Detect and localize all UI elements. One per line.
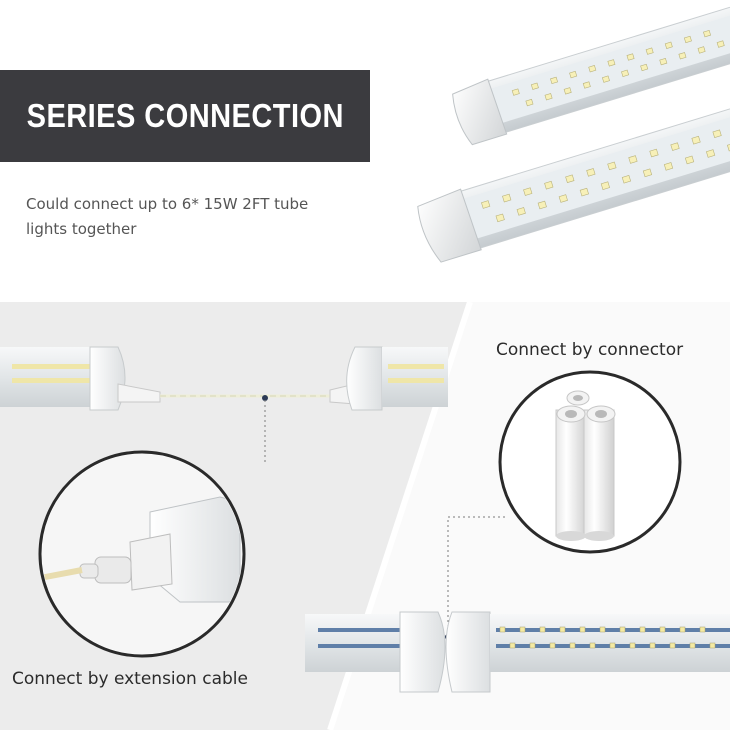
description-text: Could connect up to 6* 15W 2FT tube ligh… <box>26 195 309 238</box>
extension-cable-label: Connect by extension cable <box>12 669 248 689</box>
extension-cable-tubes <box>0 346 448 411</box>
connector-joined-tubes <box>305 611 730 693</box>
tube-lights-image <box>417 0 730 263</box>
connection-methods-section <box>0 302 730 730</box>
page-title: SERIES CONNECTION <box>26 97 344 134</box>
top-section: SERIES CONNECTION Could connect up to 6*… <box>0 0 730 300</box>
connector-label: Connect by connector <box>496 340 684 360</box>
connection-illustration <box>0 302 730 730</box>
title-banner: SERIES CONNECTION <box>0 70 370 162</box>
cable-closeup <box>38 450 246 658</box>
connector-closeup <box>498 370 682 554</box>
